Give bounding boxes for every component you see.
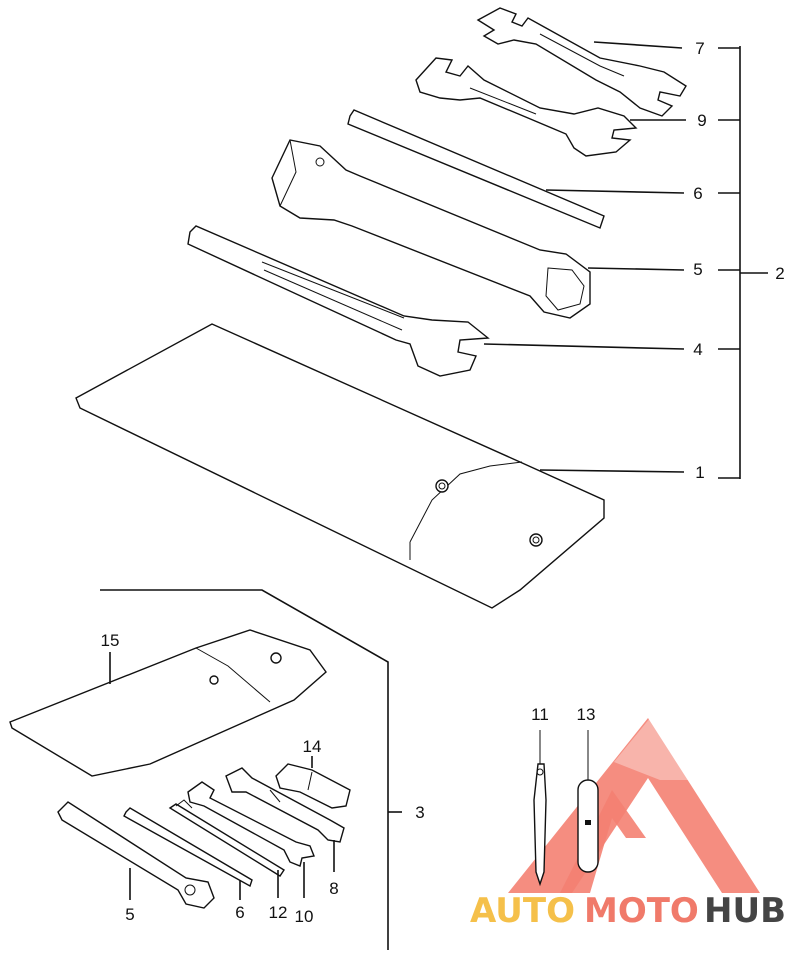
screwdriver-11 [533,730,547,887]
callout-12: 12 [269,903,288,922]
callout-5-upper: 5 [693,260,702,279]
open-end-wrench-7 [476,7,687,117]
open-end-wrench-8 [225,767,345,843]
callout-8: 8 [329,879,338,898]
callout-5-lower: 5 [125,905,134,924]
wordmark-auto: AUTO [470,891,575,931]
tommy-bar-6-lower [123,807,253,888]
upper-leader-lines [483,41,768,479]
callout-15: 15 [101,631,120,650]
callout-1: 1 [695,463,704,482]
tool-pouch-15 [9,629,327,777]
open-end-wrench-9 [415,57,638,157]
screwdriver-handle-14 [275,763,351,809]
tommy-bar-6 [347,109,605,229]
callout-13: 13 [577,705,596,724]
callout-6-upper: 6 [693,184,702,203]
callout-4: 4 [693,340,702,359]
box-wrench-5 [271,139,591,319]
callout-9: 9 [697,111,706,130]
open-end-wrench-4 [187,225,490,377]
screwdriver-12 [168,799,285,877]
callout-11: 11 [531,705,549,724]
callout-10: 10 [295,907,314,926]
tool-pouch-1 [75,323,605,609]
lower-group-bracket [100,589,402,950]
automotohub-wordmark: AUTO MOTO HUB [470,891,786,931]
screwdriver-grip-13 [577,730,599,873]
callout-2: 2 [775,264,784,283]
open-end-wrench-10 [187,781,315,867]
callout-3: 3 [415,803,424,822]
wordmark-moto: MOTO [584,891,699,931]
callout-7: 7 [695,39,704,58]
callout-14: 14 [303,737,322,756]
plug-wrench-5 [57,801,215,909]
wordmark-hub: HUB [704,891,786,931]
callout-6-lower: 6 [235,903,244,922]
